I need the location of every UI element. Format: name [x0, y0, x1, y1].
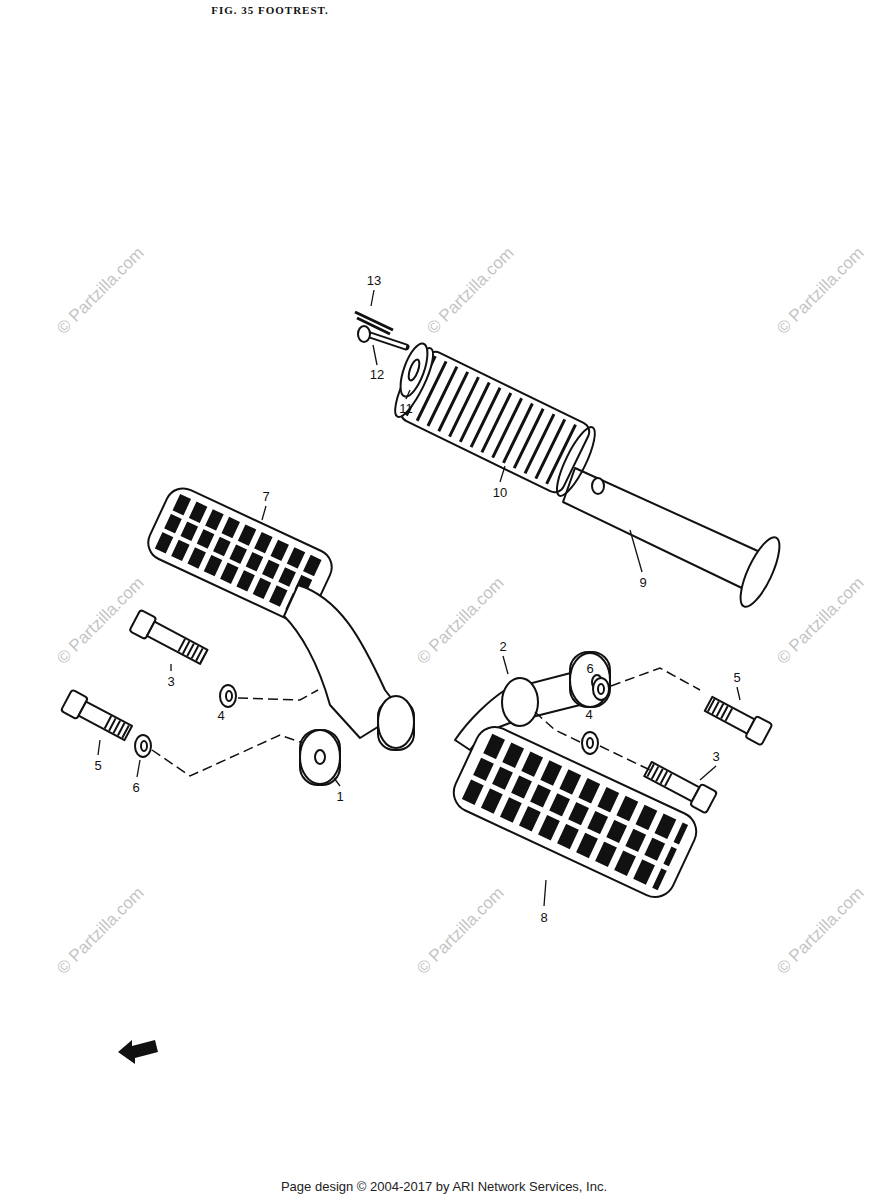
callout-number: 10: [493, 486, 507, 499]
watermark: © Partzilla.com: [423, 243, 516, 336]
callout-number: 8: [540, 911, 547, 924]
watermark: © Partzilla.com: [773, 573, 866, 666]
callout-number: 1: [336, 790, 343, 803]
callout-number: 3: [712, 750, 719, 763]
callout-number: 12: [370, 368, 384, 381]
watermark: © Partzilla.com: [773, 883, 866, 976]
callout-number: 4: [217, 709, 224, 722]
callout-number: 5: [94, 759, 101, 772]
watermark: © Partzilla.com: [773, 243, 866, 336]
watermark: © Partzilla.com: [53, 243, 146, 336]
watermark: © Partzilla.com: [53, 883, 146, 976]
callout-number: 13: [367, 274, 381, 287]
callout-number: 6: [132, 781, 139, 794]
callout-number: 7: [262, 490, 269, 503]
watermark: © Partzilla.com: [413, 883, 506, 976]
callout-number: 2: [499, 640, 506, 653]
callout-number: 5: [733, 671, 740, 684]
watermark: © Partzilla.com: [413, 573, 506, 666]
callout-number: 3: [167, 675, 174, 688]
callout-number: 6: [586, 662, 593, 675]
callout-number: 11: [399, 402, 413, 415]
callout-number: 9: [639, 576, 646, 589]
figure-title: FIG. 35 FOOTREST.: [211, 5, 329, 16]
callout-number: 4: [585, 708, 592, 721]
footer-note: Page design © 2004-2017 by ARI Network S…: [281, 1180, 607, 1193]
watermark: © Partzilla.com: [53, 573, 146, 666]
